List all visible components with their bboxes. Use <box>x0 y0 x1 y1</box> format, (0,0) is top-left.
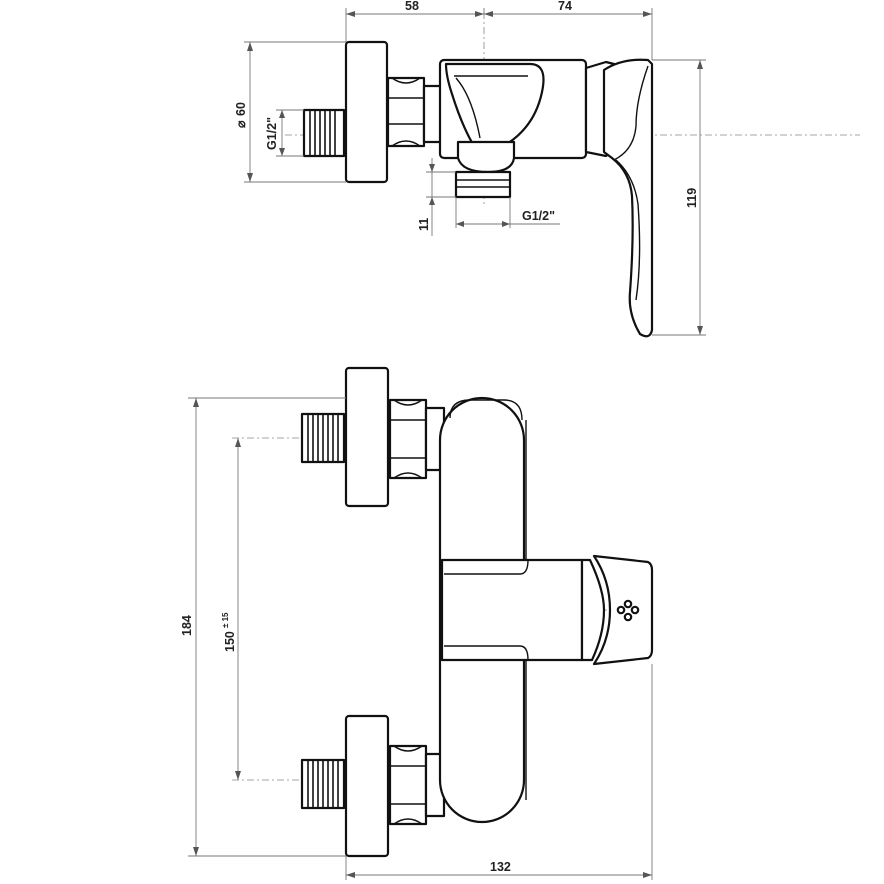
dim-11: 11 <box>417 158 456 236</box>
side-wall-flange <box>344 40 389 184</box>
dim-184: 184 <box>180 397 346 857</box>
dim-58-label: 58 <box>405 0 419 13</box>
dim-150: 150 ± 15 <box>221 438 241 780</box>
dim-11-label: 11 <box>417 218 431 231</box>
inlet-thread-label: G1/2" <box>265 117 279 150</box>
dim-diameter-60: ⌀ 60 <box>234 41 346 183</box>
dim-58: 58 <box>345 0 485 42</box>
dim-150-tolerance: ± 15 <box>221 612 230 628</box>
side-outlet <box>454 140 516 199</box>
side-hex-nut <box>386 76 426 148</box>
side-inlet-nipple <box>302 108 346 158</box>
dim-150-label: 150 <box>223 631 237 652</box>
front-lower-inlet <box>300 714 446 858</box>
dim-119: 119 <box>652 59 706 336</box>
front-upper-inlet <box>300 366 446 508</box>
dim-132-label: 132 <box>490 860 511 874</box>
dim-184-label: 184 <box>180 615 194 636</box>
dim-outlet-thread: G1/2" <box>455 197 560 228</box>
dim-74: 74 <box>484 0 653 60</box>
dim-74-label: 74 <box>558 0 572 13</box>
front-mixer-body <box>438 396 584 824</box>
dim-132: 132 <box>345 664 653 880</box>
side-lever-handle[interactable] <box>602 58 654 338</box>
front-view: 184 150 ± 15 132 <box>180 366 654 880</box>
outlet-thread-label: G1/2" <box>522 209 555 223</box>
diameter-symbol: ⌀ <box>234 120 248 128</box>
front-lever-handle[interactable] <box>580 554 654 666</box>
dim-119-label: 119 <box>685 188 699 208</box>
side-view: 58 74 ⌀ 60 G <box>234 0 860 338</box>
dim-inlet-thread: G1/2" <box>265 109 304 157</box>
dim-60-label: 60 <box>234 102 248 116</box>
